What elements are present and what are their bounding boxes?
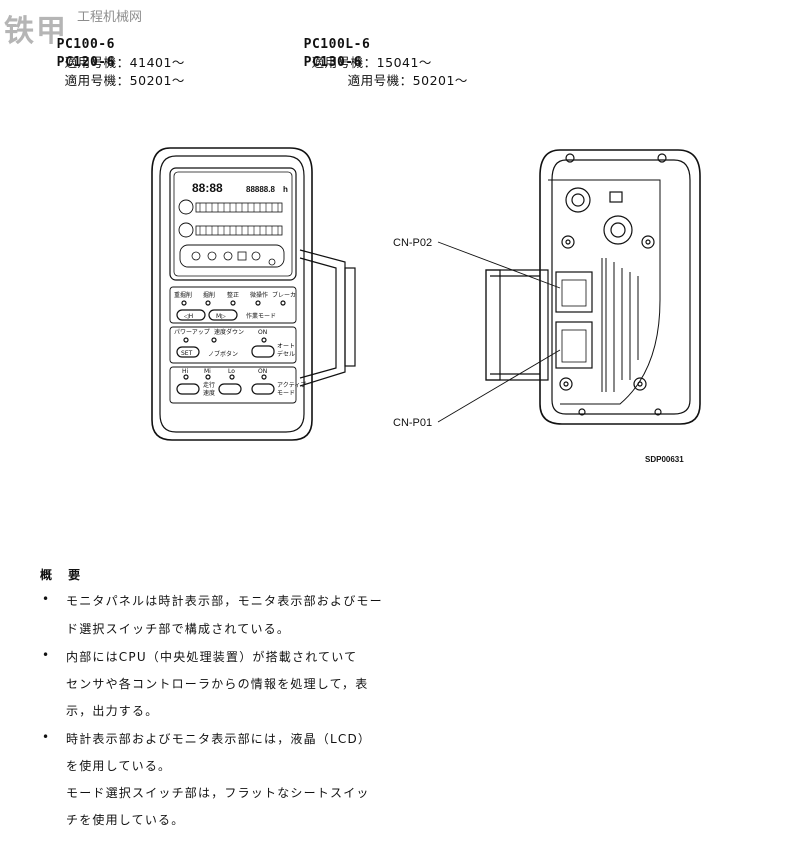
serial-label: 適用号機： — [311, 55, 377, 70]
serial-number: 15041～ — [376, 55, 432, 70]
work-mode-caption: 作業モード — [246, 312, 276, 320]
bullet-1-line-2: ド選択スイッチ部で構成されている。 — [66, 622, 291, 636]
callout-cn-p01: CN-P01 — [393, 417, 432, 429]
set-button: SET — [181, 350, 193, 357]
bullet-marker: • — [42, 648, 50, 662]
bullet-2-line-2: センサや各コントローラからの情報を処理して，表 — [66, 677, 369, 691]
knob-button-label: ノブボタン — [208, 350, 238, 358]
lcd-hour-unit: h — [283, 185, 288, 194]
watermark-logo: 铁甲 — [4, 14, 68, 49]
serial-number: 50201～ — [129, 73, 185, 88]
bullet-2-line-1: 内部にはCPU（中央処理装置）が搭載されていて — [66, 650, 358, 664]
travel-lo-label: Lo — [228, 368, 235, 375]
travel-speed-label-2: 速度 — [203, 389, 215, 397]
mode-label-breaker: ブレーカ — [272, 291, 296, 299]
on-label-2: ON — [258, 368, 267, 375]
on-label: ON — [258, 329, 267, 336]
header-row-1-right: PC100L-6 適用号機：15041～ — [287, 22, 432, 71]
model-name: PC120-6 — [56, 55, 115, 70]
model-name: PC130-6 — [303, 55, 362, 70]
header-row-2-right: PC130-6 適用号機：50201～ — [287, 40, 468, 89]
mode-label-level: 整正 — [227, 291, 239, 299]
bullet-1-line-1: モニタパネルは時計表示部，モニタ表示部およびモー — [66, 594, 383, 608]
model-name: PC100L-6 — [303, 37, 371, 52]
serial-label: 適用号機： — [347, 73, 413, 88]
active-mode-label: アクティブ — [277, 381, 306, 389]
section-title: 概 要 — [40, 568, 87, 582]
mode-label-fine: 微操作 — [250, 291, 268, 299]
callout-cn-p02: CN-P02 — [393, 237, 432, 249]
bullet-3-line-1: 時計表示部およびモニタ表示部には，液晶（LCD） — [66, 732, 372, 746]
front-view-panel — [151, 147, 356, 441]
auto-decel-label-2: デセル — [277, 350, 295, 358]
bullet-2-line-3: 示，出力する。 — [66, 704, 159, 718]
lcd-hour-meter: 88888.8 — [246, 185, 275, 194]
bullet-3-line-3: モード選択スイッチ部は，フラットなシートスイッ — [66, 786, 370, 800]
power-up-label: パワーアップ — [174, 329, 210, 336]
active-mode-label-2: モード — [277, 390, 295, 397]
mode-label-dig: 掘削 — [203, 291, 215, 299]
figure-id: SDP00631 — [645, 455, 684, 464]
serial-label: 適用号機： — [64, 73, 130, 88]
header-row-1: PC100-6 適用号機：41401～ — [40, 22, 185, 71]
callout-leader-p01 — [437, 349, 561, 423]
bullet-marker: • — [42, 730, 50, 744]
serial-number: 50201～ — [412, 73, 468, 88]
speed-down-label: 速度ダウン — [214, 328, 244, 336]
mode-label-heavy-dig: 重掘削 — [174, 291, 192, 299]
serial-number: 41401～ — [129, 55, 185, 70]
travel-speed-label: 走行 — [203, 381, 215, 389]
bullet-3-line-4: チを使用している。 — [66, 813, 185, 827]
model-name: PC100-6 — [56, 37, 115, 52]
button-h: ◁H — [184, 313, 193, 320]
watermark-site-text: 工程机械网 — [77, 10, 143, 25]
travel-mi-label: Mi — [204, 368, 211, 375]
bullet-3-line-2: を使用している。 — [66, 759, 172, 773]
serial-label: 適用号機： — [64, 55, 130, 70]
bullet-marker: • — [42, 592, 50, 606]
lcd-clock-digits: 88:88 — [192, 181, 223, 195]
travel-hi-label: Hi — [182, 368, 189, 375]
callout-leader-p02 — [437, 241, 561, 289]
header-row-2: PC120-6 適用号機：50201～ — [40, 40, 185, 89]
monitor-panel-figure: 88:88 88888.8 h 重掘削 掘削 整正 微操作 ブレーカ ◁H M▷… — [151, 147, 701, 464]
auto-decel-label: オート — [277, 343, 295, 350]
rear-view-panel — [485, 149, 701, 425]
button-m: M▷ — [216, 313, 226, 320]
